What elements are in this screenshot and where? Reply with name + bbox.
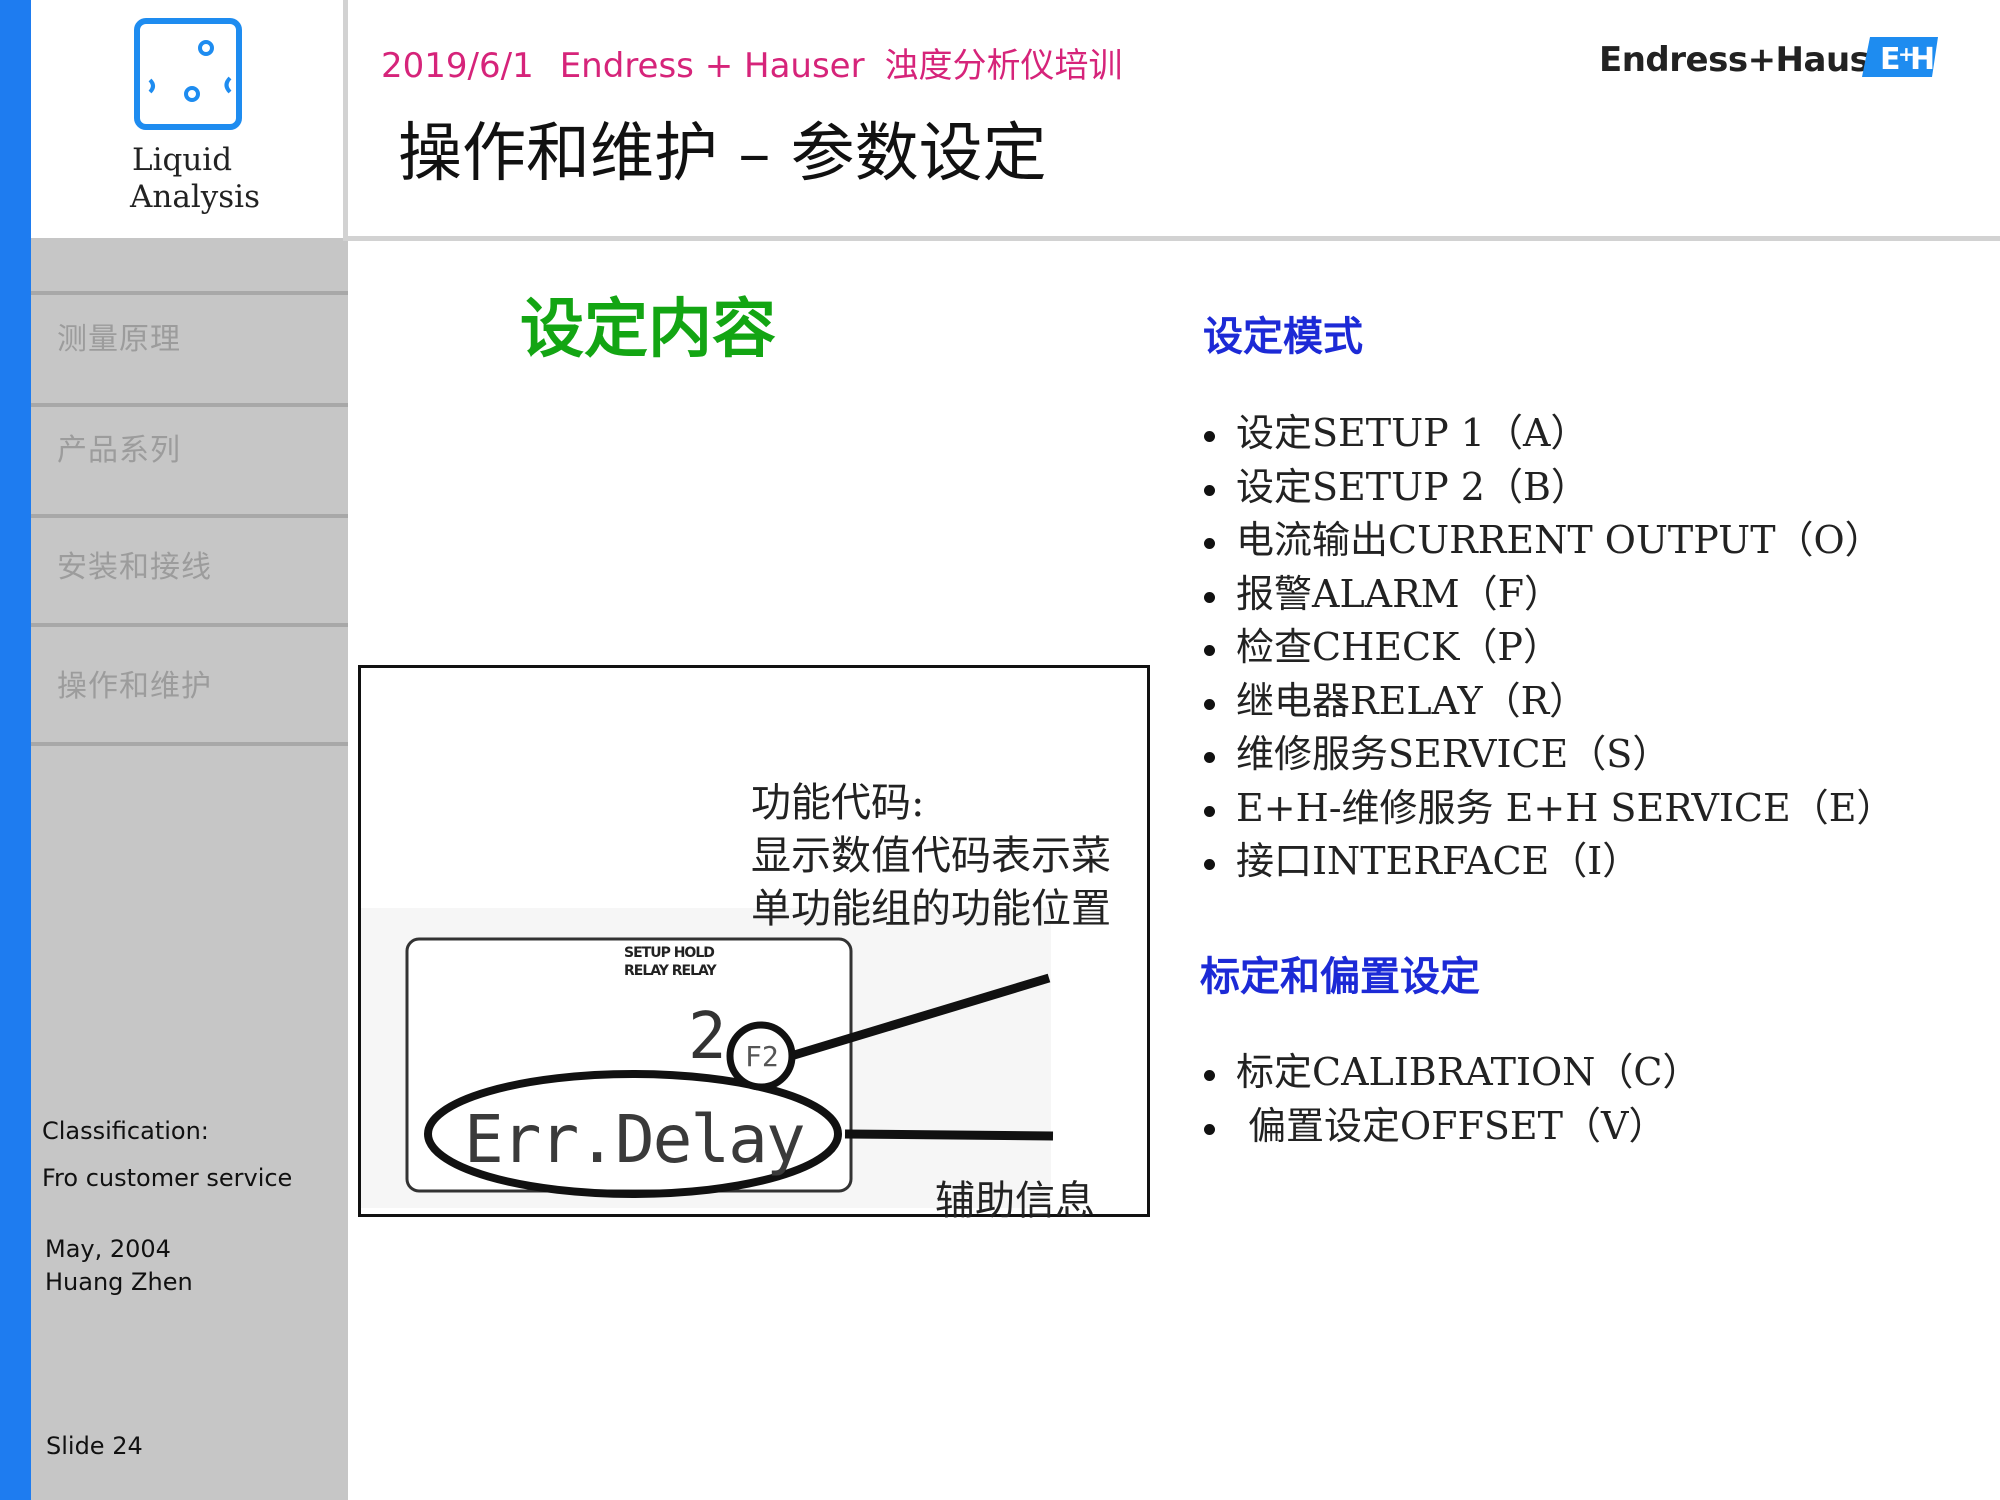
function-code-desc-line-2: 单功能组的功能位置 — [751, 886, 1111, 932]
slide-number: Slide 24 — [46, 1432, 143, 1460]
header-course: 浊度分析仪培训 — [884, 46, 1123, 86]
brand-name: Endress+Hauser — [1599, 40, 1909, 80]
logo-line-1: Liquid — [132, 142, 233, 178]
sidebar-item-measurement-principle[interactable]: 测量原理 — [57, 322, 181, 357]
liquid-analysis-logo-text: Liquid Analysis — [100, 142, 280, 216]
sidebar-divider — [31, 623, 348, 627]
list-item: 标定CALIBRATION（C） — [1202, 1046, 1701, 1100]
function-code-desc-line-1: 显示数值代码表示菜 — [751, 833, 1111, 879]
lcd-number: 2 — [688, 1000, 727, 1074]
header-subtitle: 2019/6/1 Endress + Hauser 浊度分析仪培训 — [381, 38, 1149, 87]
footer-author: Huang Zhen — [45, 1268, 193, 1296]
logo-line-2: Analysis — [130, 179, 260, 215]
accent-stripe — [0, 0, 31, 1500]
sidebar-item-operation-maintenance[interactable]: 操作和维护 — [57, 669, 212, 704]
list-item: 偏置设定OFFSET（V） — [1202, 1100, 1701, 1154]
list-item: 报警ALARM（F） — [1202, 568, 1894, 622]
section-heading: 设定内容 — [520, 293, 776, 367]
list-item: 接口INTERFACE（I） — [1202, 835, 1894, 889]
list-item: 设定SETUP 1（A） — [1202, 407, 1894, 461]
header-date: 2019/6/1 — [381, 46, 534, 86]
lcd-indicator-labels: SETUP HOLD RELAY RELAY — [624, 944, 717, 980]
setup-mode-heading: 设定模式 — [1203, 314, 1363, 360]
endress-hauser-logo-icon: E + H — [1862, 37, 1938, 77]
lcd-message: Err.Delay — [464, 1101, 806, 1178]
calibration-list: 标定CALIBRATION（C） 偏置设定OFFSET（V） — [1202, 1046, 1701, 1153]
sidebar — [31, 238, 348, 1500]
sidebar-divider — [31, 291, 348, 295]
header-company: Endress + Hauser — [559, 46, 865, 86]
classification-label: Classification: — [42, 1117, 209, 1145]
list-item: 继电器RELAY（R） — [1202, 675, 1894, 729]
header-divider-vertical — [343, 0, 348, 238]
auxiliary-info-label: 辅助信息 — [935, 1178, 1095, 1224]
display-figure: SETUP HOLD RELAY RELAY 2 F2 Err.Delay 功能… — [358, 665, 1150, 1224]
list-item: 检查CHECK（P） — [1202, 621, 1894, 675]
lcd-function-code: F2 — [745, 1040, 779, 1073]
header-divider-horizontal — [343, 236, 2000, 241]
svg-text:+: + — [1898, 42, 1915, 66]
calibration-heading: 标定和偏置设定 — [1200, 954, 1480, 1000]
lcd-diagram — [361, 908, 1054, 1208]
sidebar-divider — [31, 514, 348, 518]
logo-area — [31, 0, 343, 238]
function-code-title: 功能代码: — [751, 780, 925, 826]
list-item: 维修服务SERVICE（S） — [1202, 728, 1894, 782]
svg-text:H: H — [1910, 42, 1935, 77]
lcd-top-row-1: SETUP HOLD — [624, 945, 715, 961]
svg-text:E: E — [1880, 42, 1901, 77]
list-item: 电流输出CURRENT OUTPUT（O） — [1202, 514, 1894, 568]
page-title: 操作和维护 – 参数设定 — [398, 117, 1047, 191]
sidebar-item-installation-wiring[interactable]: 安装和接线 — [57, 550, 212, 585]
footer-date: May, 2004 — [45, 1235, 171, 1263]
list-item: 设定SETUP 2（B） — [1202, 461, 1894, 515]
lcd-top-row-2: RELAY RELAY — [624, 963, 717, 979]
list-item: E+H-维修服务 E+H SERVICE（E） — [1202, 782, 1894, 836]
setup-mode-list: 设定SETUP 1（A） 设定SETUP 2（B） 电流输出CURRENT OU… — [1202, 407, 1894, 889]
liquid-analysis-logo-icon — [134, 18, 242, 130]
sidebar-item-product-series[interactable]: 产品系列 — [57, 433, 181, 468]
sidebar-divider — [31, 742, 348, 746]
classification-value: Fro customer service — [42, 1164, 293, 1192]
sidebar-divider — [31, 403, 348, 407]
